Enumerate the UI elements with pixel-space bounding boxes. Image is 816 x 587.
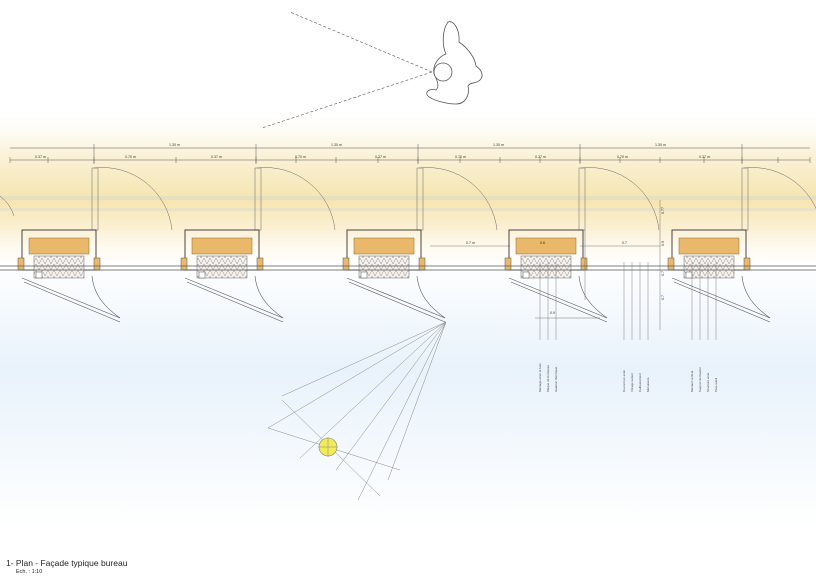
local-dim-2: 0.6 xyxy=(540,241,545,245)
window-unit xyxy=(180,167,336,323)
insulation-hatch xyxy=(521,256,571,278)
annotation-label: Pare-soleil xyxy=(714,377,718,392)
annotation-label: Montage acier et bois xyxy=(538,363,542,392)
bay-total-label: 1.30 m xyxy=(655,143,666,147)
segment-label: 0.37 m xyxy=(375,155,386,159)
fin-curve xyxy=(741,275,771,319)
segment-label: 0.37 m xyxy=(699,155,710,159)
fin-curve xyxy=(416,275,446,319)
door-swing xyxy=(580,167,660,231)
local-dim-3: 0.7 xyxy=(622,241,627,245)
sun-rays xyxy=(267,321,447,501)
fin-curve xyxy=(254,275,284,319)
insulation-hatch xyxy=(359,256,409,278)
segment-label: 0.37 m xyxy=(211,155,222,159)
bay-total-label: 1.30 m xyxy=(493,143,504,147)
bracket-right xyxy=(743,257,751,271)
local-dim-6: 0.7 xyxy=(661,271,665,276)
sunshade-fin xyxy=(346,277,446,323)
local-dim-8: 0.9 xyxy=(550,311,555,315)
window-unit xyxy=(667,167,816,323)
segment-label: 0.70 m xyxy=(617,155,628,159)
window-unit xyxy=(504,167,660,323)
anchor-box xyxy=(685,271,693,279)
local-dim-5: 0.9 xyxy=(661,241,665,246)
person-figure xyxy=(426,21,483,105)
window-unit xyxy=(17,167,173,323)
annotation-label: Isolation thermique xyxy=(554,366,558,392)
annotation-label: Ouvrant en acier xyxy=(622,370,626,392)
bracket-right xyxy=(580,257,588,271)
door-swing xyxy=(418,167,498,231)
bracket-left xyxy=(17,257,25,271)
timber-core xyxy=(28,237,90,255)
bay-total-label: 1.30 m xyxy=(169,143,180,147)
door-swing xyxy=(743,167,816,209)
bracket-right xyxy=(93,257,101,271)
top-dimension-chain xyxy=(10,147,810,161)
anchor-box xyxy=(360,271,368,279)
sun-icon xyxy=(318,437,338,457)
annotation-label: Support de fixation xyxy=(698,367,702,392)
sunshade-fin xyxy=(21,277,121,323)
dimension-ticks xyxy=(9,144,811,164)
glazing-line xyxy=(0,265,816,271)
exterior-sky xyxy=(0,262,816,527)
annotation-label: Structure acier xyxy=(706,372,710,392)
window-unit xyxy=(342,167,498,323)
door-swing xyxy=(256,167,336,231)
local-dim-4: 0.77 xyxy=(661,207,665,214)
annotation-label: Menuiserie xyxy=(646,377,650,392)
local-dim-1: 0.7 m xyxy=(466,241,475,245)
segment-label: 0.70 m xyxy=(125,155,136,159)
bracket-left xyxy=(667,257,675,271)
caption-scale: Ech. : 1:10 xyxy=(16,569,43,575)
bracket-right xyxy=(256,257,264,271)
segment-label: 0.70 m xyxy=(295,155,306,159)
sunshade-fin xyxy=(671,277,771,323)
insulation-hatch xyxy=(197,256,247,278)
bracket-left xyxy=(342,257,350,271)
timber-core xyxy=(678,237,740,255)
fin-curve xyxy=(578,275,608,319)
local-dim-7: 0.7 xyxy=(661,295,665,300)
segment-label: 0.37 m xyxy=(35,155,46,159)
edge-arc xyxy=(0,195,15,217)
insulation-hatch xyxy=(34,256,84,278)
sunshade-fin xyxy=(184,277,284,323)
annotation-label: Montant vertical xyxy=(690,370,694,392)
timber-core xyxy=(191,237,253,255)
sight-line xyxy=(261,11,433,129)
annotation-label: Calfeutrement xyxy=(638,373,642,392)
insulation-hatch xyxy=(684,256,734,278)
anchor-box xyxy=(35,271,43,279)
bracket-left xyxy=(180,257,188,271)
sunshade-fin xyxy=(508,277,608,323)
door-swing xyxy=(93,167,173,231)
caption-title: 1- Plan - Façade typique bureau xyxy=(6,558,128,568)
bay-total-label: 1.30 m xyxy=(331,143,342,147)
segment-label: 0.70 m xyxy=(455,155,466,159)
drawing-caption: 1- Plan - Façade typique bureau Ech. : 1… xyxy=(6,558,127,576)
bracket-right xyxy=(418,257,426,271)
segment-label: 0.37 m xyxy=(535,155,546,159)
annotation-label: Vitrage isolant xyxy=(630,373,634,392)
local-dimensions xyxy=(430,200,661,330)
window-units xyxy=(0,167,816,323)
anchor-box xyxy=(522,271,530,279)
timber-core xyxy=(515,237,577,255)
annotation-leaders: Montage acier et bois Plaque de fermeture… xyxy=(538,262,718,392)
anchor-box xyxy=(198,271,206,279)
fin-curve xyxy=(91,275,121,319)
bracket-left xyxy=(504,257,512,271)
annotation-label: Plaque de fermeture xyxy=(546,364,550,392)
timber-core xyxy=(353,237,415,255)
dimension-labels: 1.30 m 1.30 m 1.30 m 1.30 m 0.37 m 0.70 m 0.37… xyxy=(35,143,710,159)
